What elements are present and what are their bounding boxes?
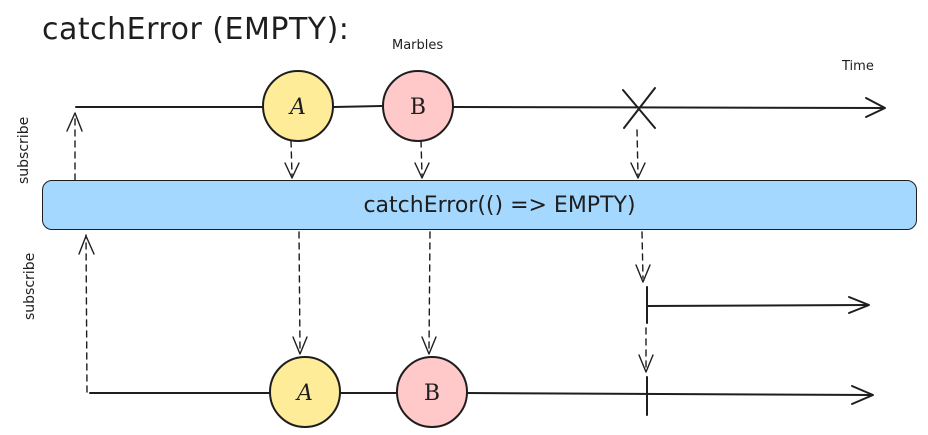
empty-stream-line [646,304,869,307]
arrowhead-a-in [284,162,300,179]
svg-text:B: B [424,381,440,406]
svg-text:B: B [410,95,426,120]
arrowhead-error-out [635,264,651,283]
arrowhead-b-out [421,336,437,355]
diagram-title: catchError (EMPTY): [42,12,350,47]
connector-b-in [420,140,423,176]
connector-b-out [428,231,431,351]
arrowhead-b-in [414,162,430,179]
input-marble-a: A [262,70,334,142]
input-line-segment-3 [453,106,885,109]
input-arrowhead [865,97,886,118]
arrowhead-error-in [630,162,646,179]
subscribe-arrowhead-top [66,112,83,132]
output-line-segment-3 [466,392,873,396]
arrowhead-a-out [292,336,308,355]
arrowhead-complete-out [638,354,654,373]
connector-a-out [298,231,301,351]
connector-error-out [641,231,644,279]
marbles-label: Marbles [392,38,444,53]
connector-a-in [290,140,293,176]
svg-text:A: A [288,95,306,120]
input-marble-b: B [382,70,454,142]
svg-text:A: A [295,381,313,406]
empty-stream-arrowhead [848,296,870,314]
output-marble-a: A [269,356,341,428]
catch-error-operator: catchError(() => EMPTY) [42,180,917,230]
input-line-segment-2 [333,105,383,108]
time-label: Time [842,59,874,74]
output-arrowhead [851,385,874,405]
connector-error-in [636,129,639,176]
output-marble-b: B [396,356,468,428]
subscribe-connector-bottom [85,234,88,393]
error-x-stroke-2 [623,87,656,129]
subscribe-arrowhead-bottom [78,235,95,255]
